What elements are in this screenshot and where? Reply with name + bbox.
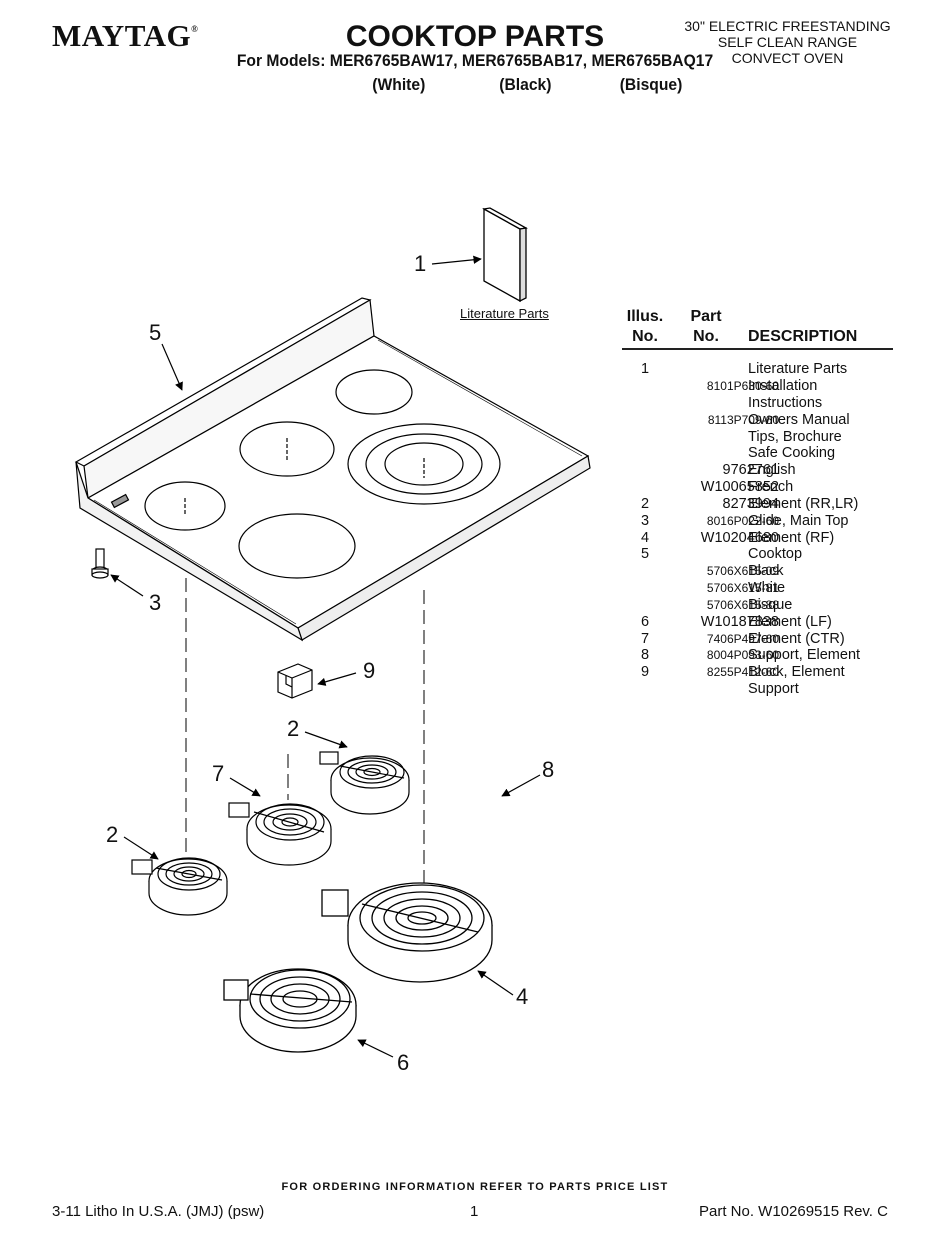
product-line: CONVECT OVEN [731, 50, 844, 66]
element-right-front [321, 882, 493, 983]
element-left-rear [131, 857, 228, 916]
table-row: Instructions [748, 395, 823, 411]
callout-2: 2 [287, 716, 300, 741]
callout-8: 8 [542, 757, 555, 782]
product-line: SELF CLEAN RANGE [717, 34, 858, 50]
callout-6: 6 [397, 1050, 410, 1075]
support-block [277, 663, 313, 699]
callout-arrows [110, 255, 541, 1058]
element-rear [319, 751, 410, 815]
element-left-front [223, 968, 357, 1053]
table-row: Safe Cooking [748, 445, 836, 461]
color-black: (Black) [499, 75, 552, 94]
brand-logo: MAYTAG® [52, 18, 199, 53]
header-part-line2: No. [693, 328, 719, 345]
callout-9: 9 [363, 658, 376, 683]
glide-part [91, 548, 109, 579]
color-bisque: (Bisque) [619, 75, 683, 94]
page-title: COOKTOP PARTS [345, 20, 605, 53]
callout-2-left: 2 [106, 822, 119, 847]
litho-info: 3-11 Litho In U.S.A. (JMJ) (psw) [52, 1203, 265, 1220]
product-description: 30" ELECTRIC FREESTANDING SELF CLEAN RAN… [660, 18, 915, 66]
table-header-rule [622, 348, 893, 350]
literature-parts-label: Literature Parts [460, 306, 549, 321]
literature-booklet [482, 207, 528, 303]
product-line: 30" ELECTRIC FREESTANDING [684, 18, 891, 34]
element-center [228, 802, 332, 866]
header-part-line1: Part [690, 308, 722, 325]
table-row: Tips, Brochure [748, 429, 842, 445]
color-white: (White) [372, 75, 426, 94]
callout-7: 7 [212, 761, 225, 786]
callout-1: 1 [414, 251, 427, 276]
table-row: Support [748, 681, 799, 697]
model-numbers: For Models: MER6765BAW17, MER6765BAB17, … [236, 51, 714, 70]
header-illus-line1: Illus. [626, 308, 664, 325]
alignment-lines [185, 578, 425, 902]
callout-5: 5 [149, 320, 162, 345]
ordering-note: FOR ORDERING INFORMATION REFER TO PARTS … [281, 1181, 669, 1193]
callout-3: 3 [149, 590, 162, 615]
callout-4: 4 [516, 984, 529, 1009]
header-description: DESCRIPTION [748, 328, 858, 345]
document-part-number: Part No. W10269515 Rev. C [699, 1203, 888, 1220]
page-number: 1 [470, 1203, 479, 1220]
header-illus-line2: No. [632, 328, 658, 345]
cooktop [74, 297, 591, 642]
